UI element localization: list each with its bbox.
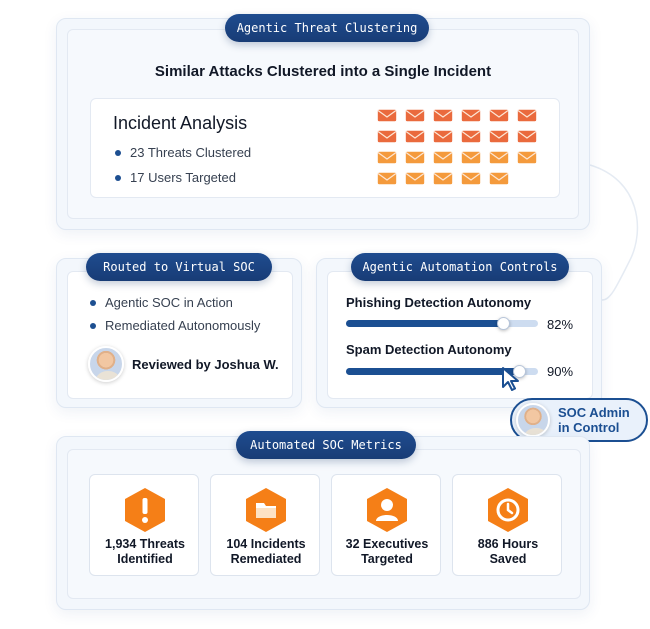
- metric-card-executives: 32 Executives Targeted: [331, 474, 441, 576]
- soc-metrics-pill: Automated SOC Metrics: [236, 431, 416, 459]
- metric-value: 32 Executives: [345, 537, 429, 551]
- clock-icon: [488, 488, 528, 532]
- bullet-dot: [115, 174, 121, 181]
- remediated-text: Remediated Autonomously: [105, 318, 261, 333]
- envelope-icon: [405, 172, 425, 185]
- folder-icon: [246, 488, 286, 532]
- envelope-icon: [405, 109, 425, 122]
- envelope-icon: [405, 130, 425, 143]
- envelope-icon: [461, 130, 481, 143]
- slider-handle[interactable]: [497, 317, 511, 330]
- admin-avatar: [516, 403, 550, 437]
- spam-autonomy-value: 90%: [547, 364, 574, 379]
- automation-controls-pill: Agentic Automation Controls: [351, 253, 569, 281]
- envelope-icon: [433, 130, 453, 143]
- envelope-icon: [461, 109, 481, 122]
- users-targeted-text: 17 Users Targeted: [130, 170, 236, 185]
- phishing-autonomy-slider[interactable]: [346, 317, 538, 330]
- envelope-icon: [489, 172, 509, 185]
- envelope-icon: [489, 109, 509, 122]
- virtual-soc-pill: Routed to Virtual SOC: [86, 253, 272, 281]
- users-targeted-item: 17 Users Targeted: [115, 170, 236, 185]
- envelope-icon: [377, 151, 397, 164]
- metric-label: 886 Hours Saved: [453, 537, 563, 567]
- agentic-soc-text: Agentic SOC in Action: [105, 295, 233, 310]
- admin-badge-line2: in Control: [558, 420, 620, 435]
- metric-card-threats: 1,934 Threats Identified: [89, 474, 199, 576]
- bullet-dot: [90, 299, 96, 306]
- spam-autonomy-label: Spam Detection Autonomy: [346, 342, 512, 357]
- metric-value: 104 Incidents: [226, 537, 306, 551]
- remediated-item: Remediated Autonomously: [90, 318, 260, 333]
- reviewer: Reviewed by Joshua W.: [88, 346, 279, 382]
- virtual-soc-panel: [56, 258, 302, 408]
- envelope-icon: [461, 151, 481, 164]
- phishing-autonomy-value: 82%: [547, 317, 574, 332]
- metric-card-incidents: 104 Incidents Remediated: [210, 474, 320, 576]
- clustering-title: Similar Attacks Clustered into a Single …: [154, 63, 492, 80]
- slider-fill: [346, 320, 504, 327]
- cursor-icon: [502, 367, 519, 391]
- envelope-icon: [377, 172, 397, 185]
- envelope-icon: [517, 130, 537, 143]
- metric-label: 32 Executives Targeted: [332, 537, 442, 567]
- envelope-icon: [517, 151, 537, 164]
- envelope-icon: [517, 109, 537, 122]
- envelope-icon: [433, 172, 453, 185]
- agentic-soc-item: Agentic SOC in Action: [90, 295, 233, 310]
- envelope-icon: [433, 151, 453, 164]
- metric-value: 1,934 Threats: [105, 537, 185, 551]
- incident-analysis-card: Incident Analysis 23 Threats Clustered 1…: [90, 98, 560, 198]
- envelope-icon: [489, 130, 509, 143]
- metric-caption: Identified: [117, 552, 173, 566]
- threat-clustering-pill: Agentic Threat Clustering: [225, 14, 429, 42]
- automation-controls-inner: [327, 271, 593, 399]
- metric-label: 1,934 Threats Identified: [90, 537, 200, 567]
- automation-controls-panel: [316, 258, 602, 408]
- envelope-icon: [433, 109, 453, 122]
- user-icon: [367, 488, 407, 532]
- phishing-autonomy-label: Phishing Detection Autonomy: [346, 295, 532, 310]
- admin-badge-line1: SOC Admin: [558, 405, 630, 420]
- spam-autonomy-slider[interactable]: [346, 365, 538, 378]
- metric-card-hours: 886 Hours Saved: [452, 474, 562, 576]
- slider-handle[interactable]: [512, 365, 526, 378]
- threats-clustered-text: 23 Threats Clustered: [130, 145, 252, 160]
- envelope-icon: [461, 172, 481, 185]
- reviewer-text: Reviewed by Joshua W.: [132, 356, 279, 372]
- incident-analysis-title: Incident Analysis: [113, 113, 248, 133]
- metric-label: 104 Incidents Remediated: [211, 537, 321, 567]
- envelope-icon: [405, 151, 425, 164]
- slider-fill: [346, 368, 519, 375]
- metric-caption: Remediated: [230, 552, 302, 566]
- threats-clustered-item: 23 Threats Clustered: [115, 145, 251, 160]
- metric-caption: Saved: [489, 552, 527, 566]
- reviewer-avatar: [88, 346, 124, 382]
- envelope-icon: [377, 130, 397, 143]
- alert-icon: [125, 488, 165, 532]
- admin-badge-text: SOC Admin in Control: [558, 405, 630, 435]
- metric-value: 886 Hours: [477, 537, 539, 551]
- envelope-icon: [489, 151, 509, 164]
- metric-caption: Targeted: [361, 552, 413, 566]
- bullet-dot: [115, 149, 121, 156]
- envelope-icon: [377, 109, 397, 122]
- bullet-dot: [90, 322, 96, 329]
